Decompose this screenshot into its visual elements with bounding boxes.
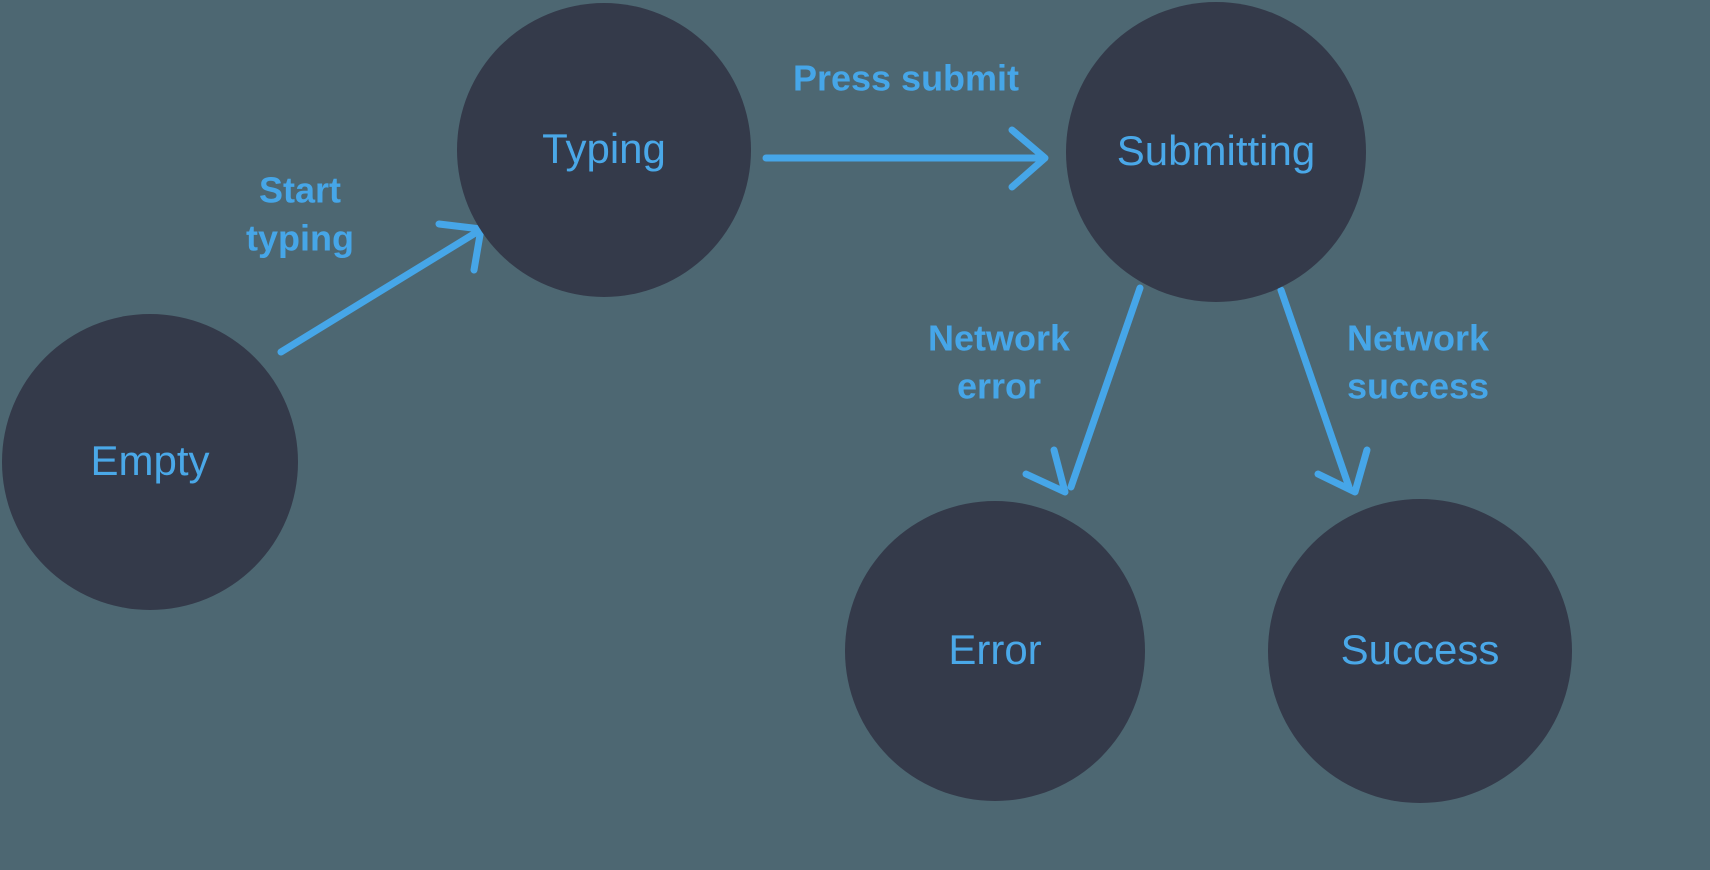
edge-label-line-success: success xyxy=(1347,366,1489,407)
node-circle-success xyxy=(1268,499,1572,803)
arrowhead-submitting-to-success xyxy=(1314,446,1371,496)
edge-line-submitting-to-error xyxy=(1067,284,1144,491)
edge-label-line-network: Network xyxy=(1347,318,1490,359)
node-label-empty: Empty xyxy=(90,437,209,484)
node-circle-submitting xyxy=(1066,2,1366,302)
edge-submitting-to-error[interactable] xyxy=(1022,284,1144,496)
edge-label-typing-to-submitting: Press submit xyxy=(793,58,1019,99)
node-success[interactable]: Success xyxy=(1268,499,1572,803)
node-circle-empty xyxy=(2,314,298,610)
arrowhead-empty-to-typing xyxy=(435,220,485,274)
node-label-submitting: Submitting xyxy=(1117,127,1315,174)
edge-label-line-error: error xyxy=(957,366,1041,407)
edge-typing-to-submitting[interactable] xyxy=(762,126,1049,191)
node-typing[interactable]: Typing xyxy=(457,3,751,297)
edge-line-submitting-to-success xyxy=(1277,286,1353,491)
arrowhead-submitting-to-error xyxy=(1022,446,1069,496)
edge-label-line-start: Start xyxy=(259,170,341,211)
node-circle-typing xyxy=(457,3,751,297)
node-error[interactable]: Error xyxy=(845,501,1145,801)
node-circle-error xyxy=(845,501,1145,801)
edge-line-empty-to-typing xyxy=(277,228,481,356)
node-label-success: Success xyxy=(1341,626,1500,673)
edge-label-submitting-to-success: Network success xyxy=(1347,318,1490,407)
node-label-error: Error xyxy=(948,626,1041,673)
node-submitting[interactable]: Submitting xyxy=(1066,2,1366,302)
edge-label-submitting-to-error: Network error xyxy=(928,318,1071,407)
edge-submitting-to-success[interactable] xyxy=(1277,286,1371,496)
arrowhead-typing-to-submitting xyxy=(1008,126,1049,191)
node-label-typing: Typing xyxy=(542,125,666,172)
edge-label-empty-to-typing: Start typing xyxy=(246,170,354,259)
edge-label-line-network: Network xyxy=(928,318,1071,359)
edge-label-line-press-submit: Press submit xyxy=(793,58,1019,99)
edge-label-line-typing: typing xyxy=(246,218,354,259)
node-empty[interactable]: Empty xyxy=(2,314,298,610)
